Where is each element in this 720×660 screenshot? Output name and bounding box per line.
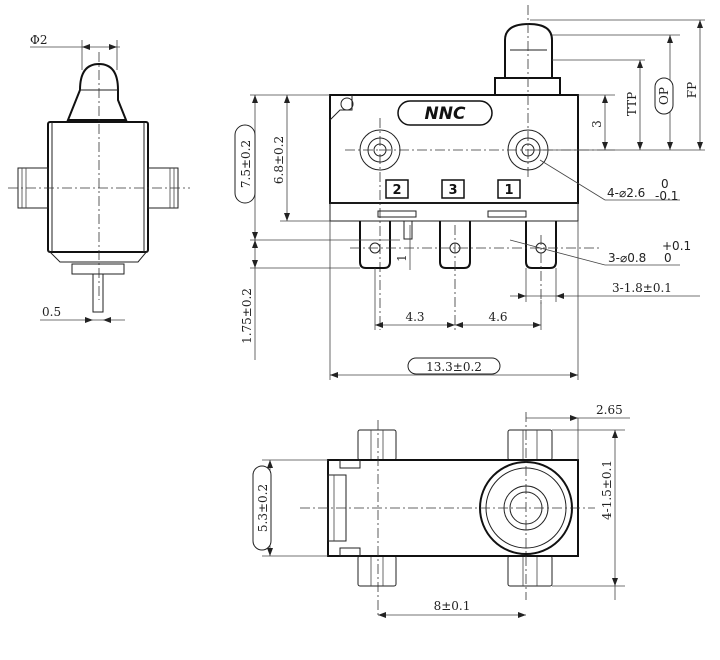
depth-frame bbox=[252, 465, 272, 551]
hole-offset-label: 1 bbox=[395, 254, 409, 262]
radius-label: 4-1.5±0.1 bbox=[600, 460, 614, 520]
terminal-2 bbox=[359, 221, 391, 269]
hole-spacing-label: 8±0.1 bbox=[434, 599, 471, 613]
width-frame bbox=[407, 357, 501, 375]
pin-hole-tol-lower: 0 bbox=[664, 251, 672, 265]
phi-2-label: Φ2 bbox=[30, 33, 47, 47]
width-label: 13.3±0.2 bbox=[426, 360, 482, 374]
side-plunger bbox=[66, 62, 128, 121]
pin-pitch-left-label: 4.3 bbox=[405, 310, 424, 324]
pin-2-label: 2 bbox=[392, 183, 401, 198]
front-view: NNC 2 3 1 bbox=[234, 5, 705, 380]
op-label: OP bbox=[657, 87, 671, 105]
side-view: Φ2 0.5 bbox=[8, 33, 190, 323]
brand-logo: NNC bbox=[425, 104, 466, 124]
pin-1-box bbox=[497, 179, 521, 199]
height-outer-frame bbox=[234, 124, 256, 204]
fp-label: FP bbox=[685, 82, 699, 98]
bottom-view: 5.3±0.2 2.65 4-1.5±0.1 8±0.1 bbox=[252, 403, 630, 618]
pin-width-label: 3-1.8±0.1 bbox=[612, 281, 672, 295]
peg-top-right bbox=[507, 429, 553, 461]
pin-offset-label: 1.75±0.2 bbox=[240, 288, 254, 344]
side-body bbox=[47, 121, 149, 253]
pin-hole-tol-upper: +0.1 bbox=[662, 239, 691, 253]
peg-bottom-right bbox=[507, 555, 553, 587]
mount-hole-label: 4-⌀2.6 bbox=[607, 186, 645, 200]
pin-pitch-right-label: 4.6 bbox=[488, 310, 507, 324]
mount-hole-tol-lower: -0.1 bbox=[655, 189, 678, 203]
depth-label: 5.3±0.2 bbox=[256, 484, 270, 532]
plunger-offset-label: 3 bbox=[590, 120, 604, 128]
pin-2-box bbox=[385, 179, 409, 199]
pin-3-label: 3 bbox=[448, 183, 457, 198]
offset-label: 2.65 bbox=[596, 403, 623, 417]
height-inner-label: 6.8±0.2 bbox=[272, 136, 286, 184]
corner-hole bbox=[340, 97, 354, 111]
pin-3-box bbox=[441, 179, 465, 199]
height-outer-label: 7.5±0.2 bbox=[239, 140, 253, 188]
peg-top-left bbox=[357, 429, 397, 461]
front-plunger bbox=[504, 22, 553, 78]
mount-hole-tol-upper: 0 bbox=[661, 177, 669, 191]
peg-bottom-left bbox=[357, 555, 397, 587]
brand-badge bbox=[397, 100, 493, 126]
pin-hole-label: 3-⌀0.8 bbox=[608, 251, 646, 265]
op-frame bbox=[654, 77, 674, 115]
thickness-label: 0.5 bbox=[42, 305, 61, 319]
pin-1-label: 1 bbox=[504, 183, 513, 198]
ttp-label: TTP bbox=[625, 92, 639, 116]
